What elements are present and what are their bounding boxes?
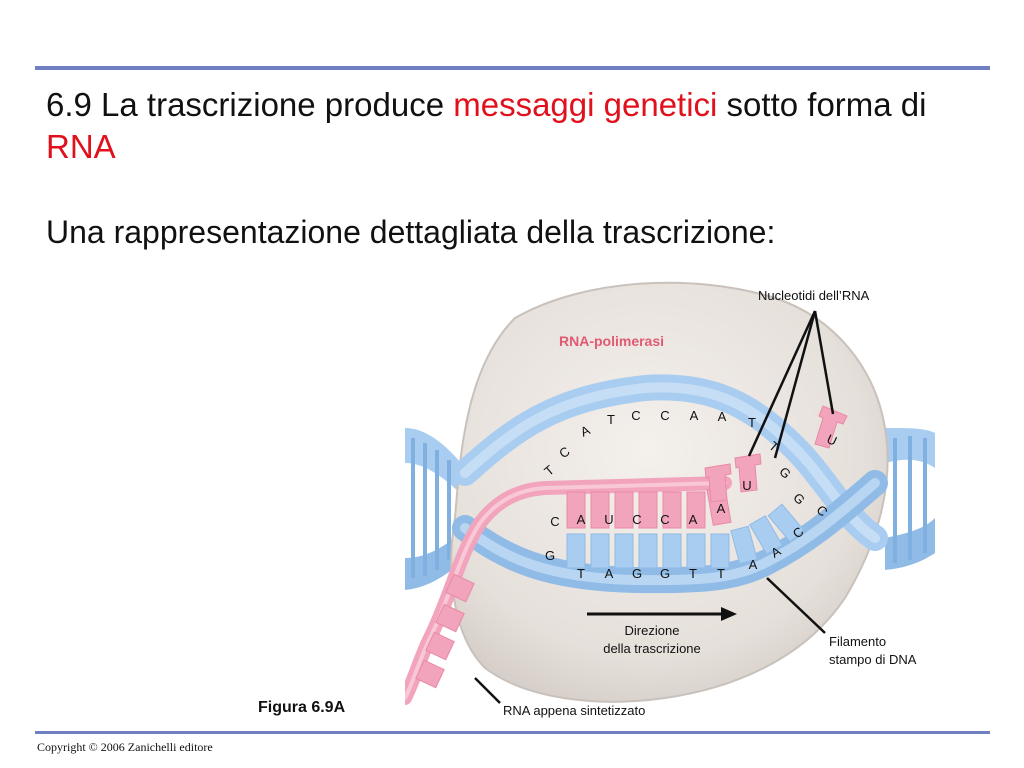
template-base: G xyxy=(545,548,555,563)
label-template-line2: stampo di DNA xyxy=(829,652,917,667)
template-base: G xyxy=(660,566,670,581)
direction-arrow xyxy=(587,607,737,621)
dna-upper-strand xyxy=(452,374,888,551)
upper-base: A xyxy=(690,408,699,423)
title-highlight-1: messaggi genetici xyxy=(453,86,718,123)
copyright-notice: Copyright © 2006 Zanichelli editore xyxy=(37,740,213,754)
label-rna-nucleotides: Nucleotidi dell’RNA xyxy=(758,288,870,303)
figure-caption: Figura 6.9A xyxy=(258,699,346,716)
rna-base: C xyxy=(550,514,559,529)
rna-strand-bases: C A U C C A A xyxy=(550,501,725,529)
upper-base: A xyxy=(718,409,727,424)
rna-base: C xyxy=(632,512,641,527)
rna-base: C xyxy=(660,512,669,527)
upper-base: C xyxy=(631,408,640,423)
upper-base: T xyxy=(748,415,756,430)
template-base: A xyxy=(605,566,614,581)
title-part2: sotto forma di xyxy=(717,86,927,123)
top-rule xyxy=(35,66,990,70)
title-highlight-2: RNA xyxy=(46,128,116,165)
template-base: T xyxy=(689,566,697,581)
rna-base: A xyxy=(577,512,586,527)
label-template-line1: Filamento xyxy=(829,634,886,649)
rna-base: A xyxy=(689,512,698,527)
dna-template-strand xyxy=(452,470,888,594)
label-direction-line1: Direzione xyxy=(625,623,680,638)
dna-helix-right xyxy=(885,428,935,570)
label-rna-polymerase: RNA-polimerasi xyxy=(559,333,664,349)
label-direction-line2: della trascrizione xyxy=(603,641,701,656)
slide-title: 6.9 La trascrizione produce messaggi gen… xyxy=(46,84,986,168)
rna-strand xyxy=(405,476,732,705)
slide-subtitle: Una rappresentazione dettagliata della t… xyxy=(46,214,776,250)
free-rna-nucleotides xyxy=(704,405,848,503)
template-base: G xyxy=(632,566,642,581)
title-part1: 6.9 La trascrizione produce xyxy=(46,86,454,123)
dna-helix-left xyxy=(405,428,465,590)
transcription-diagram: RNA-polimerasi Nucleotidi dell’RNA Direz… xyxy=(405,281,935,718)
template-base: T xyxy=(717,566,725,581)
upper-base: C xyxy=(660,408,669,423)
rna-base: U xyxy=(604,512,613,527)
label-new-rna: RNA appena sintetizzato xyxy=(503,703,645,718)
leader-lines xyxy=(474,310,835,704)
upper-base: T xyxy=(607,412,615,427)
template-base: T xyxy=(577,566,585,581)
transcription-figure: RNA-polimerasi Nucleotidi dell’RNA Direz… xyxy=(405,278,965,722)
rna-base: A xyxy=(717,501,726,516)
bottom-rule xyxy=(35,731,990,734)
free-base: U xyxy=(742,478,751,493)
template-base: A xyxy=(749,557,758,572)
